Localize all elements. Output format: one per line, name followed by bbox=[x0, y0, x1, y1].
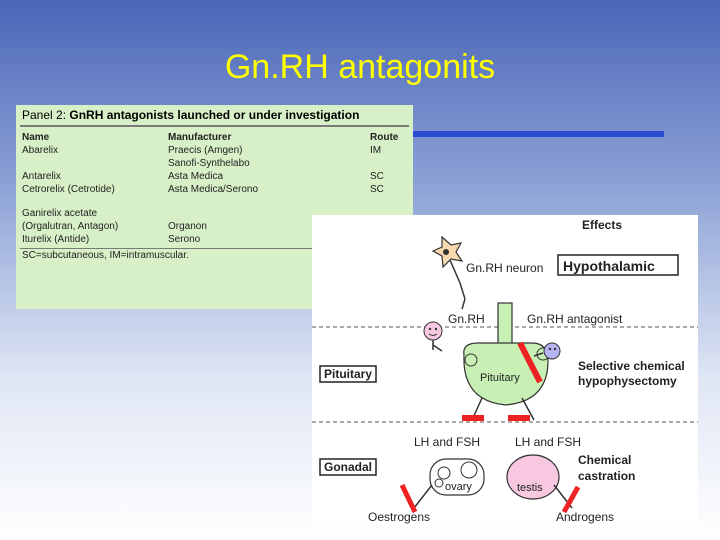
cell-name: Iturelix (Antide) bbox=[22, 234, 90, 245]
pituitary-box bbox=[319, 365, 377, 383]
testis-organ bbox=[506, 454, 560, 500]
neuron-icon bbox=[431, 235, 466, 310]
testis-label: testis bbox=[517, 482, 543, 494]
cell-manufacturer: Praecis (Amgen) bbox=[168, 145, 243, 156]
ovary-label: ovary bbox=[445, 481, 472, 493]
receptor-figure-icon bbox=[423, 321, 443, 352]
cell-name: Antarelix bbox=[22, 171, 61, 182]
antagonist-label: Gn.RH antagonist bbox=[527, 312, 623, 326]
cell-manufacturer: Serono bbox=[168, 234, 201, 245]
pituitary-blocker bbox=[517, 341, 543, 384]
castration-line1: Chemical bbox=[578, 453, 631, 467]
panel-title: Panel 2: GnRH antagonists launched or un… bbox=[22, 108, 409, 122]
panel-footnote: SC=subcutaneous, IM=intramuscular. bbox=[20, 248, 409, 263]
footnote-text: SC=subcutaneous, IM=intramuscular. bbox=[22, 250, 189, 261]
diagram-svg: Effects Gn.RH neuron Hypothalamic Gn.RH … bbox=[312, 218, 698, 524]
oestrogen-output bbox=[413, 484, 433, 509]
hypophysectomy-line2: hypophysectomy bbox=[578, 374, 677, 388]
header-manufacturer: Manufacturer bbox=[168, 132, 232, 143]
cell-route: SC bbox=[370, 184, 384, 195]
title-underline bbox=[412, 131, 664, 137]
table-row: Ganirelix acetate bbox=[20, 207, 409, 220]
table-row: Cetrorelix (Cetrotide) Asta Medica/Seron… bbox=[20, 183, 409, 196]
panel-heading: GnRH antagonists launched or under inves… bbox=[69, 108, 360, 122]
cell-manufacturer: Asta Medica bbox=[168, 171, 224, 182]
table-row: Sanofi-Synthelabo bbox=[20, 157, 409, 170]
blocker-oestrogens bbox=[399, 483, 418, 514]
blocker-lh-right bbox=[508, 415, 530, 421]
cell-manufacturer: Organon bbox=[168, 221, 207, 232]
blocker-androgens bbox=[561, 485, 581, 514]
oestrogens-label: Oestrogens bbox=[368, 510, 430, 524]
table-row: Antarelix Asta Medica SC bbox=[20, 170, 409, 183]
blocker-lh-left bbox=[462, 415, 484, 421]
pituitary-box-label: Pituitary bbox=[324, 367, 372, 381]
pituitary-stalk bbox=[497, 302, 513, 350]
effects-label: Effects bbox=[582, 218, 622, 232]
cell-name: (Orgalutran, Antagon) bbox=[22, 221, 119, 232]
gonadal-box bbox=[319, 458, 377, 476]
hypothalamic-label: Hypothalamic bbox=[563, 258, 655, 274]
antagonist-panel: Panel 2: GnRH antagonists launched or un… bbox=[16, 105, 413, 309]
pituitary-lobe-left bbox=[464, 353, 478, 367]
header-route: Route bbox=[370, 132, 399, 143]
androgens-label: Androgens bbox=[556, 510, 614, 524]
panel-label: Panel 2: bbox=[22, 108, 67, 122]
neuron-label: Gn.RH neuron bbox=[466, 261, 543, 275]
pituitary-output-right bbox=[521, 397, 535, 421]
cell-manufacturer: Asta Medica/Serono bbox=[168, 184, 259, 195]
lh-fsh-left: LH and FSH bbox=[414, 435, 480, 449]
cell-name: Cetrorelix (Cetrotide) bbox=[22, 184, 115, 195]
castration-line2: castration bbox=[578, 469, 635, 483]
table-row: Abarelix Praecis (Amgen) IM bbox=[20, 144, 409, 157]
hypothalamic-box bbox=[557, 254, 679, 276]
panel-divider bbox=[20, 125, 409, 127]
hypophysectomy-line1: Selective chemical bbox=[578, 359, 685, 373]
gnrh-mechanism-diagram: Effects Gn.RH neuron Hypothalamic Gn.RH … bbox=[312, 215, 698, 526]
cell-route: IM bbox=[370, 145, 382, 156]
header-name: Name bbox=[22, 132, 50, 143]
antagonist-molecule-icon bbox=[533, 342, 561, 360]
cell-route: SC bbox=[370, 171, 384, 182]
slide-title: Gn.RH antagonits bbox=[224, 48, 496, 86]
lh-fsh-right: LH and FSH bbox=[515, 435, 581, 449]
table-header-row: Name Manufacturer Route bbox=[20, 131, 409, 144]
gonadal-label: Gonadal bbox=[324, 460, 372, 474]
ovary-icon bbox=[429, 458, 485, 496]
cell-name: Abarelix bbox=[22, 145, 59, 156]
gnrh-label: Gn.RH bbox=[448, 312, 485, 326]
cell-name: Ganirelix acetate bbox=[22, 208, 98, 219]
pituitary-organ-label: Pituitary bbox=[480, 372, 520, 384]
cell-manufacturer: Sanofi-Synthelabo bbox=[168, 158, 250, 169]
